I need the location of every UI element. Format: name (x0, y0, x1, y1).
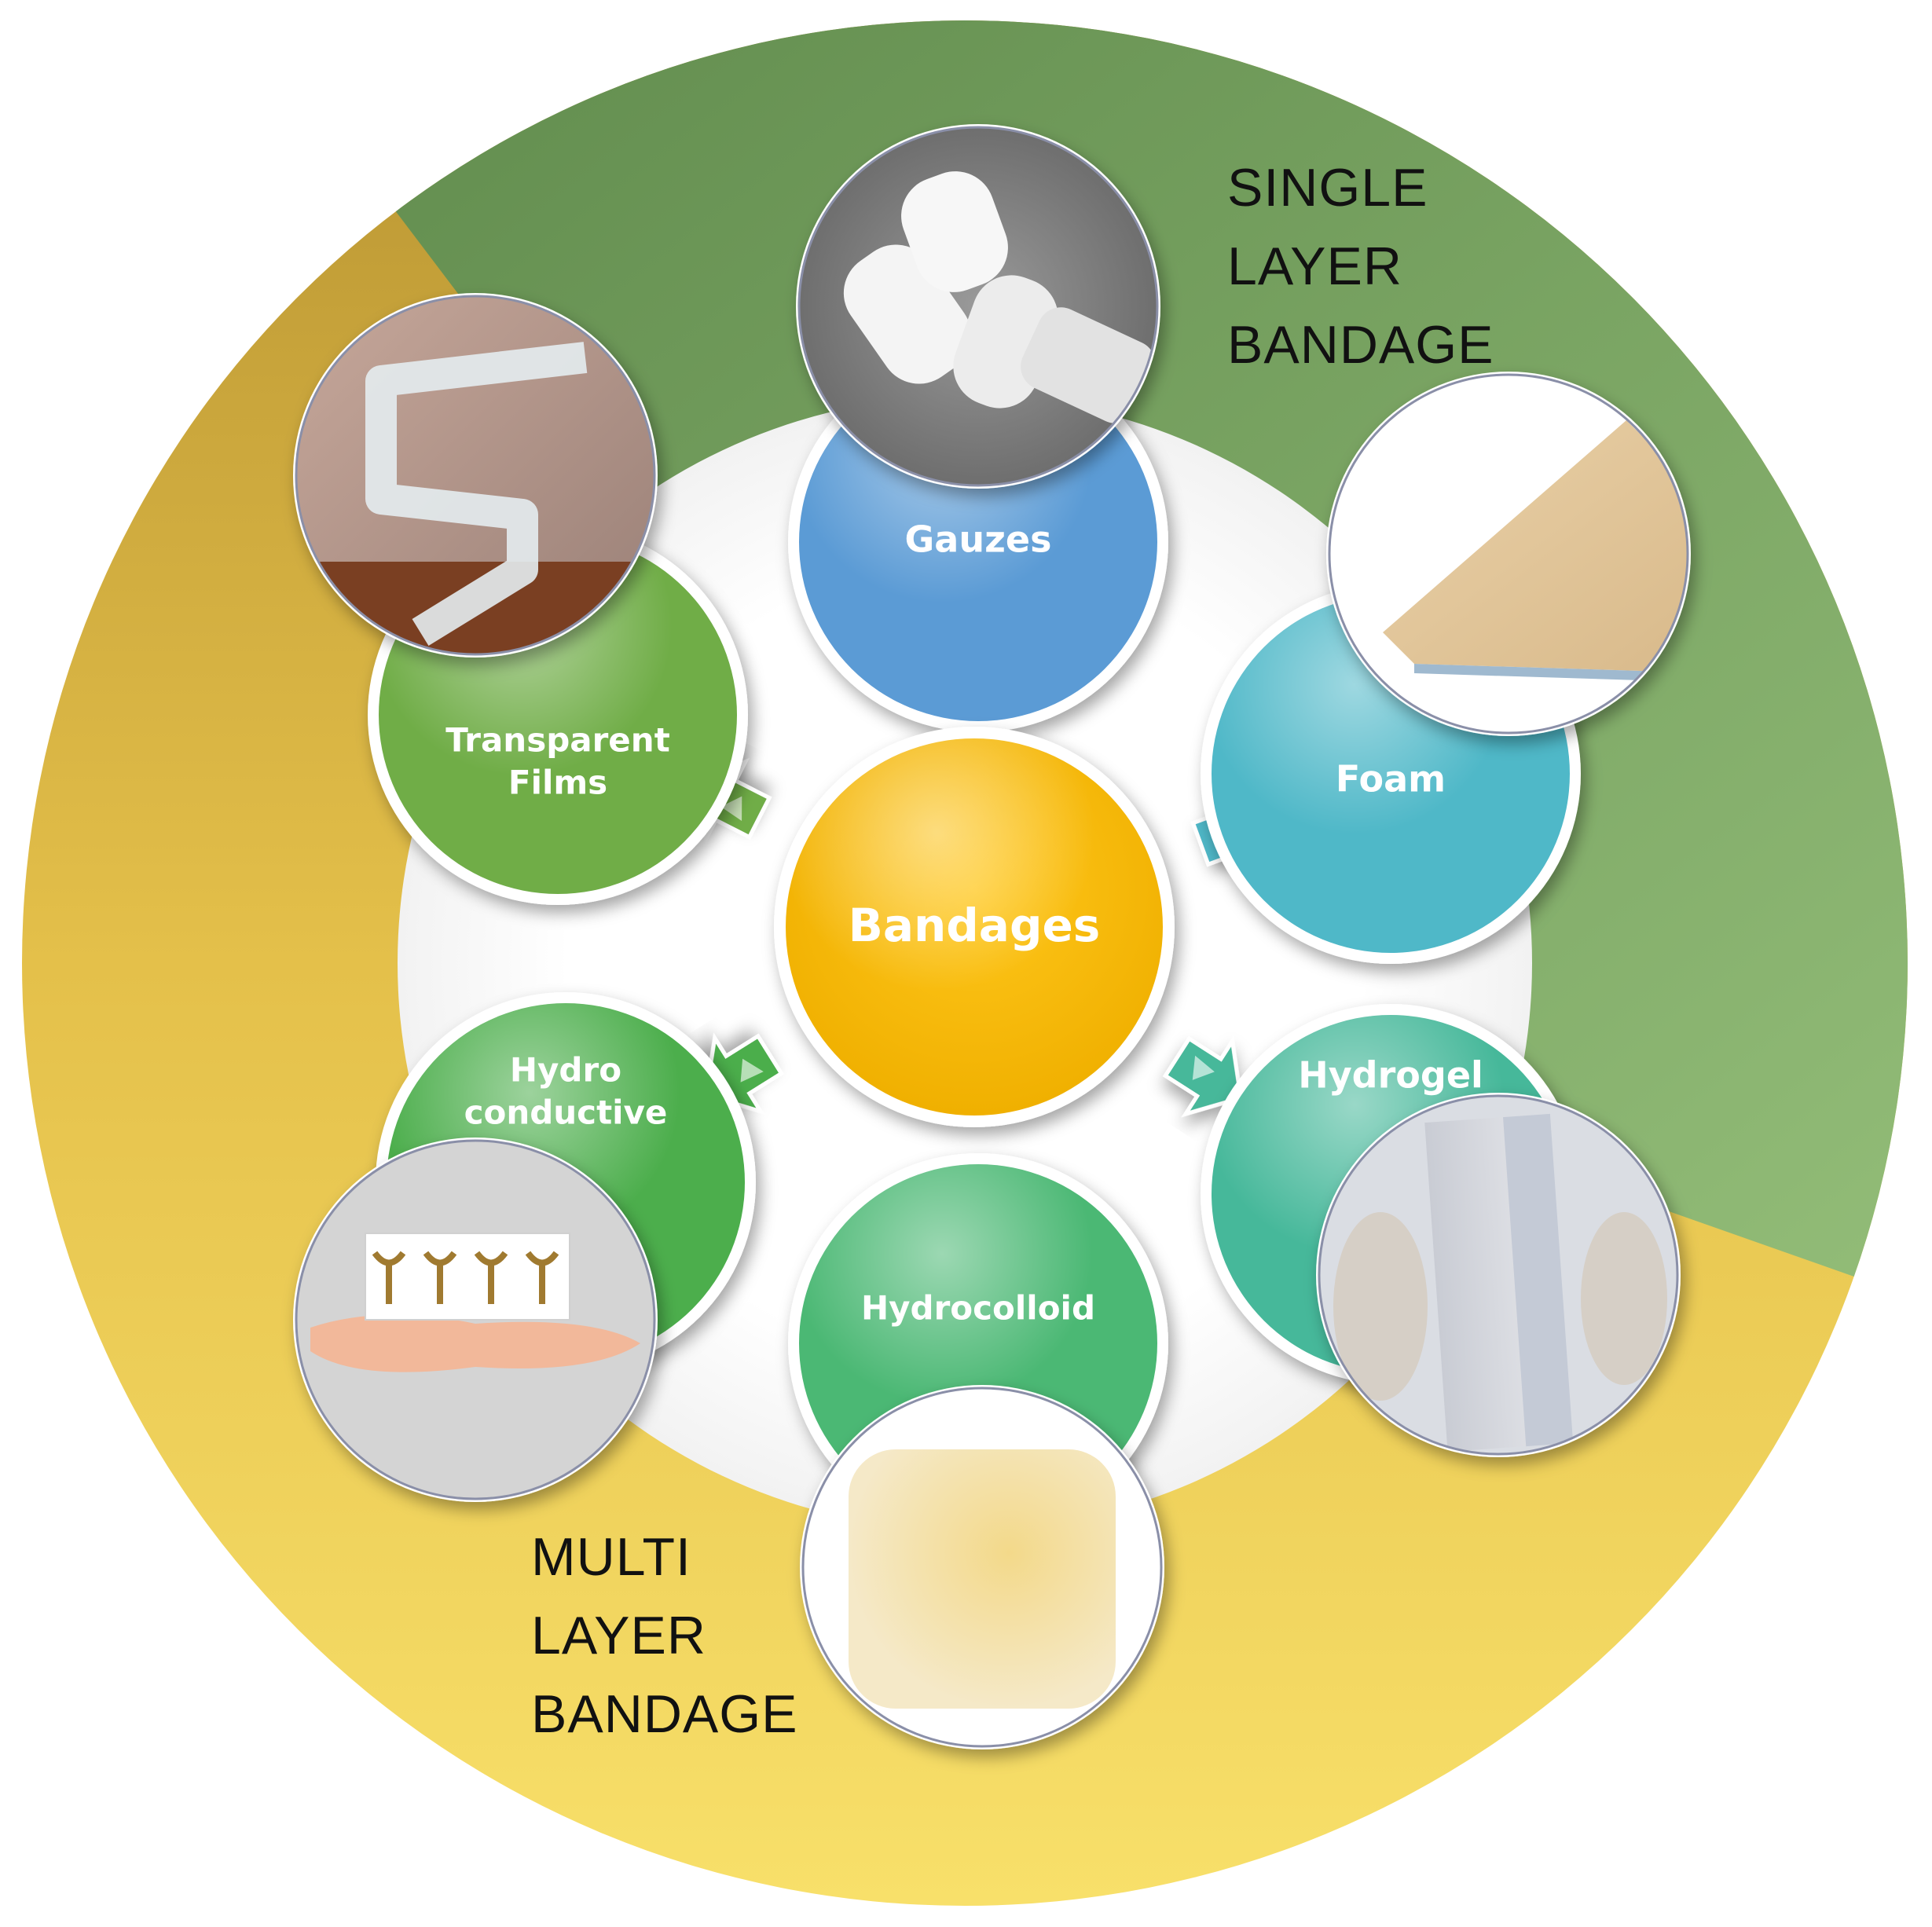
node-hydroconductive-photo-disc (293, 1138, 658, 1502)
node-gauzes: Gauzes (788, 124, 1168, 732)
foam-pad-photo (1329, 375, 1688, 733)
node-hydroconductive-label-line-1: Hydro (510, 1051, 621, 1090)
single-label-line-1: SINGLE (1227, 158, 1428, 218)
single-label-line-2: LAYER (1227, 236, 1402, 296)
node-hydrocolloid-photo-disc (800, 1385, 1164, 1749)
single-layer-label: SINGLE LAYER BANDAGE (1227, 158, 1494, 375)
gauze-rolls-photo (799, 127, 1157, 485)
node-gauzes-label-line-1: Gauzes (905, 518, 1052, 561)
multi-layer-label: MULTI LAYER BANDAGE (531, 1527, 798, 1744)
node-transparent-films-label-line-1: Transparent (445, 721, 670, 760)
hub-gloss (786, 738, 1163, 1116)
hydroconductive-illustration (296, 1141, 654, 1499)
node-hydroconductive-label-line-2: conductive (464, 1093, 668, 1131)
node-hydrocolloid-label-line-1: Hydrocolloid (861, 1289, 1095, 1328)
multi-label-line-3: BANDAGE (531, 1684, 798, 1744)
hydrocolloid-patch-photo (803, 1388, 1161, 1746)
node-foam-label-line-1: Foam (1336, 758, 1446, 800)
node-transparent-films-label-line-2: Films (508, 763, 607, 801)
node-gauzes-photo-disc (796, 124, 1160, 489)
hub-label: Bandages (849, 899, 1101, 952)
single-label-line-3: BANDAGE (1227, 315, 1494, 375)
node-foam-photo-disc (1326, 372, 1691, 736)
multi-label-line-1: MULTI (531, 1527, 691, 1587)
hub: Bandages (774, 727, 1175, 1127)
node-hydrogel-label-line-1: Hydrogel (1298, 1054, 1483, 1097)
node-hydrogel-photo-disc (1316, 1093, 1681, 1457)
node-hydrogel: Hydrogel (1201, 1004, 1681, 1457)
hydrogel-sheet-photo (1319, 1096, 1677, 1454)
multi-label-line-2: LAYER (531, 1606, 706, 1665)
node-foam: Foam (1201, 372, 1691, 964)
arrow-to-hydrogel (1162, 1035, 1243, 1118)
node-hydrocolloid: Hydrocolloid (788, 1153, 1168, 1749)
